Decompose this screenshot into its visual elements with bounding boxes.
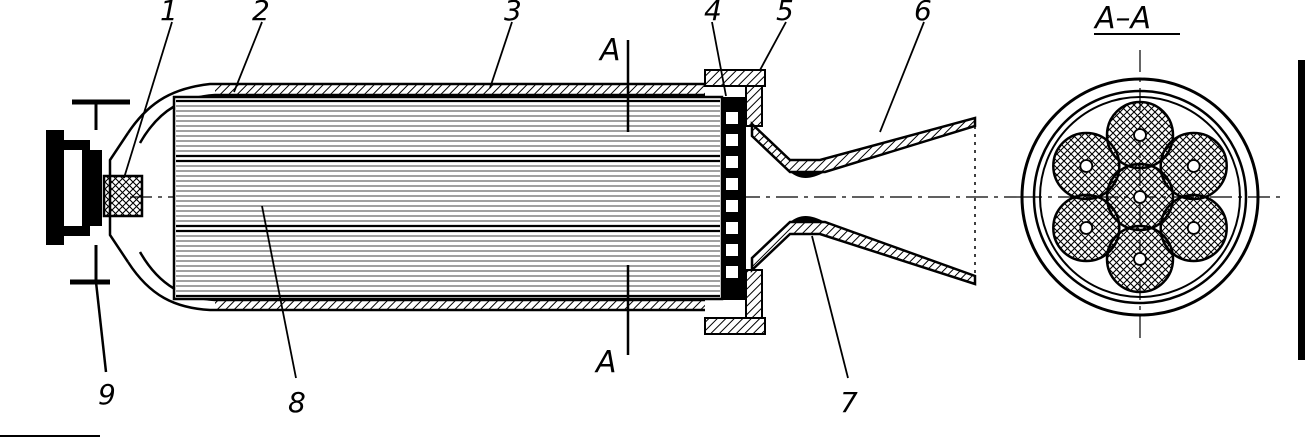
grate-hole	[726, 112, 738, 124]
section-mark-bottom: A	[594, 345, 617, 380]
rod-channel	[1079, 221, 1094, 235]
grate-hole	[726, 156, 738, 168]
nozzle	[750, 116, 977, 286]
igniter	[102, 174, 144, 218]
section-marks: A A	[594, 33, 630, 380]
section-title: A–A	[1093, 1, 1151, 36]
grate-hole	[726, 222, 738, 234]
grate-hole	[726, 200, 738, 212]
label-7: 7	[840, 386, 858, 419]
propellant-grain	[172, 95, 724, 301]
rod-channel	[1133, 190, 1147, 204]
rod-channel	[1133, 252, 1147, 266]
right-edge-mark	[1298, 60, 1305, 360]
rod-channel	[1079, 159, 1094, 173]
cross-section-view: A–A	[1020, 1, 1282, 340]
label-2: 2	[252, 0, 270, 27]
leader-lines	[123, 21, 925, 379]
label-3: 3	[504, 0, 522, 27]
grate-hole	[726, 244, 738, 256]
grate-hole	[726, 134, 738, 146]
rod-channel	[1186, 221, 1201, 235]
igniter-plug	[46, 99, 130, 373]
label-1: 1	[160, 0, 178, 27]
label-8: 8	[288, 386, 306, 419]
label-4: 4	[704, 0, 722, 27]
grate-hole	[726, 178, 738, 190]
rod-channel	[1186, 159, 1201, 173]
grate-hole	[726, 266, 738, 278]
support-grate	[722, 97, 746, 300]
rod-channel	[1133, 128, 1147, 142]
label-6: 6	[914, 0, 932, 27]
label-9: 9	[98, 378, 116, 411]
flange	[704, 69, 766, 335]
section-mark-top: A	[598, 33, 621, 68]
label-5: 5	[776, 0, 794, 27]
